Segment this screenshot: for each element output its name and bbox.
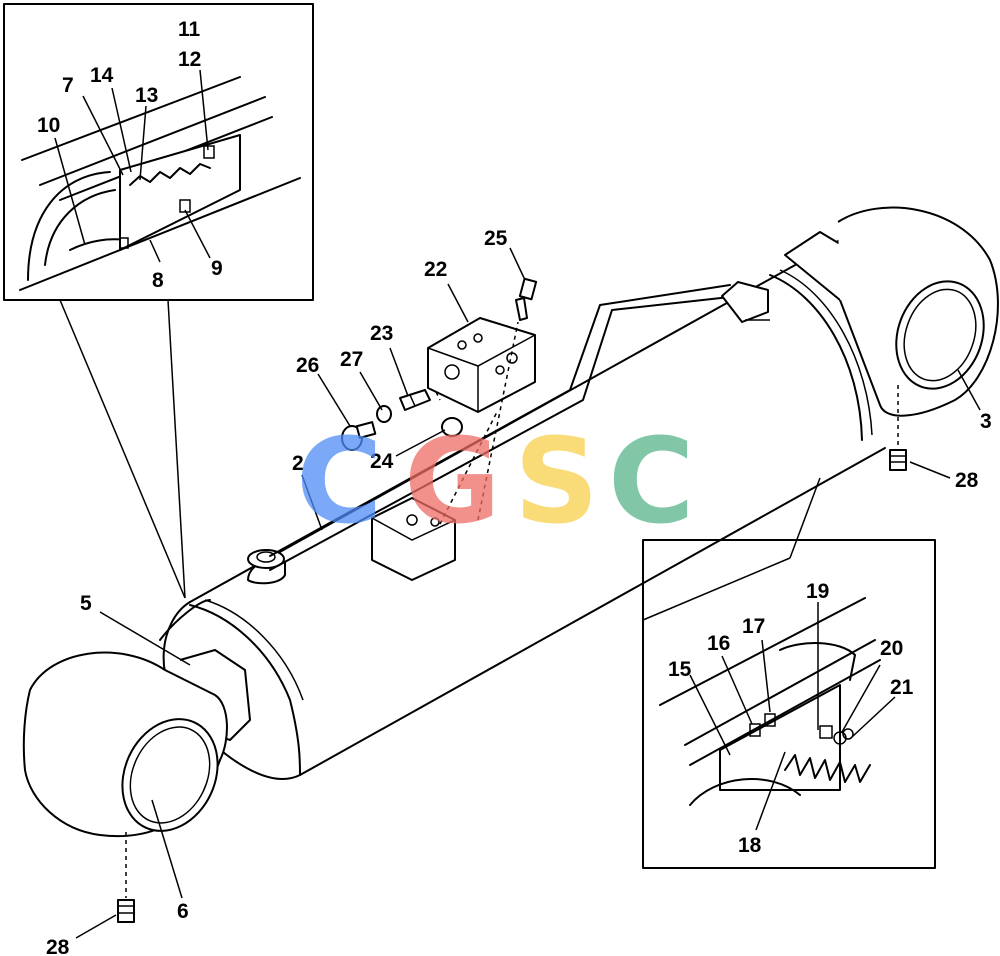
plug-26 (341, 421, 377, 451)
callout-18: 18 (738, 834, 762, 857)
callout-8: 8 (152, 269, 164, 292)
watermark-letter-c2: C (608, 412, 695, 550)
callout-7: 7 (62, 74, 74, 97)
watermark-logo: C G S C (296, 412, 695, 550)
callout-26: 26 (296, 354, 319, 377)
cylinder-body (22, 206, 999, 838)
callout-16: 16 (707, 632, 730, 655)
callout-2: 2 (292, 452, 304, 475)
callout-13: 13 (135, 84, 158, 107)
callout-12: 12 (178, 48, 201, 71)
fitting-23 (399, 389, 431, 411)
callout-27: 27 (340, 348, 363, 371)
oring-24 (441, 417, 463, 437)
callout-14: 14 (90, 64, 114, 87)
callout-22: 22 (424, 258, 447, 281)
callout-25: 25 (484, 227, 508, 250)
callout-10: 10 (37, 114, 60, 137)
watermark-letter-c1: C (296, 412, 383, 550)
callout-15: 15 (668, 658, 692, 681)
callout-11: 11 (178, 18, 201, 41)
leader-lines (54, 69, 981, 939)
callout-6: 6 (177, 900, 189, 923)
callout-21: 21 (890, 676, 914, 699)
bolt-25 (515, 277, 538, 321)
callout-19: 19 (806, 580, 829, 603)
valve-block-22 (427, 317, 536, 413)
callout-24: 24 (370, 450, 394, 473)
detail-inset-piston (3, 3, 314, 599)
callout-20: 20 (880, 637, 903, 660)
watermark-letter-g: G (404, 412, 501, 550)
callout-5: 5 (80, 592, 92, 615)
callout-9: 9 (211, 257, 223, 280)
watermark-letter-s: S (514, 412, 599, 550)
grease-fitting-28 (889, 449, 907, 471)
grease-fitting-28 (117, 899, 135, 923)
callout-23: 23 (370, 322, 393, 345)
callout-labels: 11 12 7 14 13 10 8 9 25 22 23 27 26 24 2… (37, 18, 992, 956)
callout-3: 3 (980, 410, 992, 433)
callout-28-left: 28 (46, 936, 70, 956)
mount-block (371, 497, 456, 581)
oring-27 (376, 405, 392, 423)
callout-17: 17 (742, 615, 765, 638)
callout-28-right: 28 (955, 469, 979, 492)
